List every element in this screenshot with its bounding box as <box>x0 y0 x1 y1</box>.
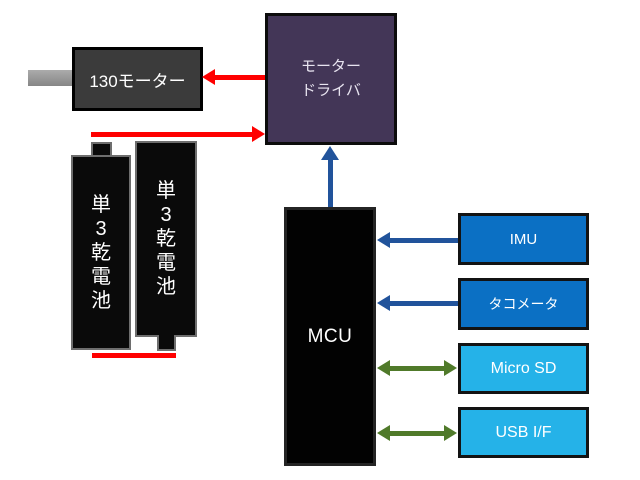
battery-right-block: 単3乾電池 <box>135 141 197 337</box>
mcu-block: MCU <box>284 207 376 466</box>
tachometer-block: タコメータ <box>458 278 589 330</box>
imu-label: IMU <box>509 230 538 248</box>
arrow-imu-to-mcu-head <box>377 232 390 248</box>
usb-if-block: USB I/F <box>458 407 589 458</box>
micro-sd-label: Micro SD <box>490 359 557 377</box>
arrow-tachometer-to-mcu-head <box>377 295 390 311</box>
arrow-mcu-usb-left-head <box>377 425 390 441</box>
usb-if-label: USB I/F <box>495 423 552 441</box>
motor-driver-label: モーター ドライバ <box>300 58 361 99</box>
motor-shaft <box>28 70 74 86</box>
tachometer-label: タコメータ <box>488 296 559 312</box>
battery-left-label: 単3乾電池 <box>91 193 111 312</box>
arrow-tachometer-to-mcu-line <box>390 301 458 306</box>
battery-right-label: 単3乾電池 <box>156 180 176 298</box>
arrow-mcu-to-driver-line <box>328 158 333 207</box>
arrow-battery-to-driver-head <box>252 126 265 142</box>
arrow-mcu-microsd-left-head <box>377 360 390 376</box>
arrow-driver-to-motor-head <box>202 69 215 85</box>
arrow-mcu-microsd-right-head <box>444 360 457 376</box>
arrow-mcu-usb-right-head <box>444 425 457 441</box>
motor-driver-block: モーター ドライバ <box>265 13 397 145</box>
motor-label: 130モーター <box>89 71 186 91</box>
battery-left-block: 単3乾電池 <box>71 155 131 350</box>
arrow-mcu-microsd-line <box>389 366 445 371</box>
battery-right-terminal <box>157 335 176 351</box>
arrow-mcu-to-driver-head <box>321 146 339 160</box>
arrow-driver-to-motor-line <box>214 75 265 80</box>
battery-left-terminal <box>91 142 112 157</box>
imu-block: IMU <box>458 213 589 265</box>
battery-bottom-wire <box>92 353 176 358</box>
arrow-imu-to-mcu-line <box>390 238 458 243</box>
arrow-mcu-usb-line <box>389 431 445 436</box>
motor-block: 130モーター <box>72 47 203 111</box>
micro-sd-block: Micro SD <box>458 343 589 394</box>
arrow-battery-to-driver-line <box>91 132 252 137</box>
mcu-label: MCU <box>307 325 353 347</box>
